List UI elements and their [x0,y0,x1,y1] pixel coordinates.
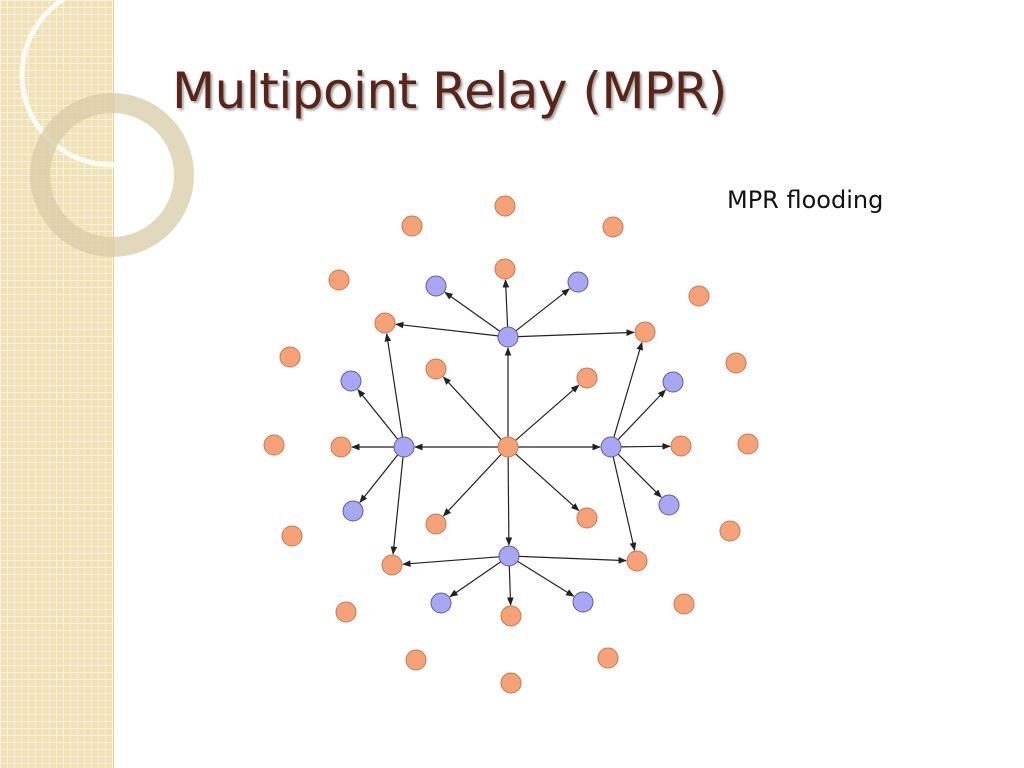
network-node [425,358,447,380]
diagram-caption: MPR flooding [727,186,884,214]
network-node [576,507,598,529]
flood-arrow [442,376,502,441]
mpr-node [430,592,452,614]
mpr-node [425,275,447,297]
network-node [670,435,692,457]
network-node [381,554,403,576]
flood-arrow [395,321,499,337]
network-node [576,367,598,389]
flood-arrow [359,454,399,504]
flood-arrow [384,333,404,438]
flood-arrow [617,389,666,441]
network-node [330,436,352,458]
network-node [719,520,741,542]
mpr-node [498,545,520,567]
mpr-node [340,370,362,392]
network-node [602,216,624,238]
network-node [401,215,423,237]
flood-arrow [515,288,571,332]
slide-title: Multipoint Relay (MPR) [172,62,727,120]
network-node [673,593,695,615]
mpr-node [658,494,680,516]
network-node [725,352,747,374]
mpr-node [662,371,684,393]
mpr-node [393,436,415,458]
flood-arrow [506,565,514,606]
network-node [626,550,648,572]
flood-arrow [357,388,399,440]
deco-ring-small [30,93,194,257]
mpr-node [342,500,364,522]
flood-arrow [505,456,513,546]
flood-arrow [444,291,501,332]
flood-arrow [517,560,575,597]
network-node [500,605,522,627]
mpr-node [572,591,594,613]
network-node [335,601,357,623]
network-node [281,525,303,547]
network-node [494,195,516,217]
network-node [494,258,516,280]
flood-arrow [613,341,643,438]
flood-arrow [517,329,635,338]
network-node [497,436,519,458]
flood-arrow [518,555,627,564]
mpr-node [567,271,589,293]
flood-arrow [442,453,502,517]
decorative-rings [19,0,200,257]
flood-arrow [515,384,580,441]
mpr-node [497,326,519,348]
flood-arrow [514,453,580,512]
network-node [328,269,350,291]
network-node [737,433,759,455]
flood-arrow [390,456,404,555]
flood-arrow [612,456,637,552]
mpr-node [600,436,622,458]
flood-arrow [620,442,671,450]
network-node [688,285,710,307]
network-node [634,321,656,343]
network-node [597,647,619,669]
flood-arrow [617,453,662,498]
network-node [263,434,285,456]
flood-arrow [402,556,500,567]
network-node [374,312,396,334]
flood-arrow [449,561,502,598]
network-node [425,513,447,535]
deco-ring-large [19,0,200,168]
network-node [405,649,427,671]
flood-arrow [502,279,510,328]
network-node [279,346,301,368]
network-node [500,672,522,694]
